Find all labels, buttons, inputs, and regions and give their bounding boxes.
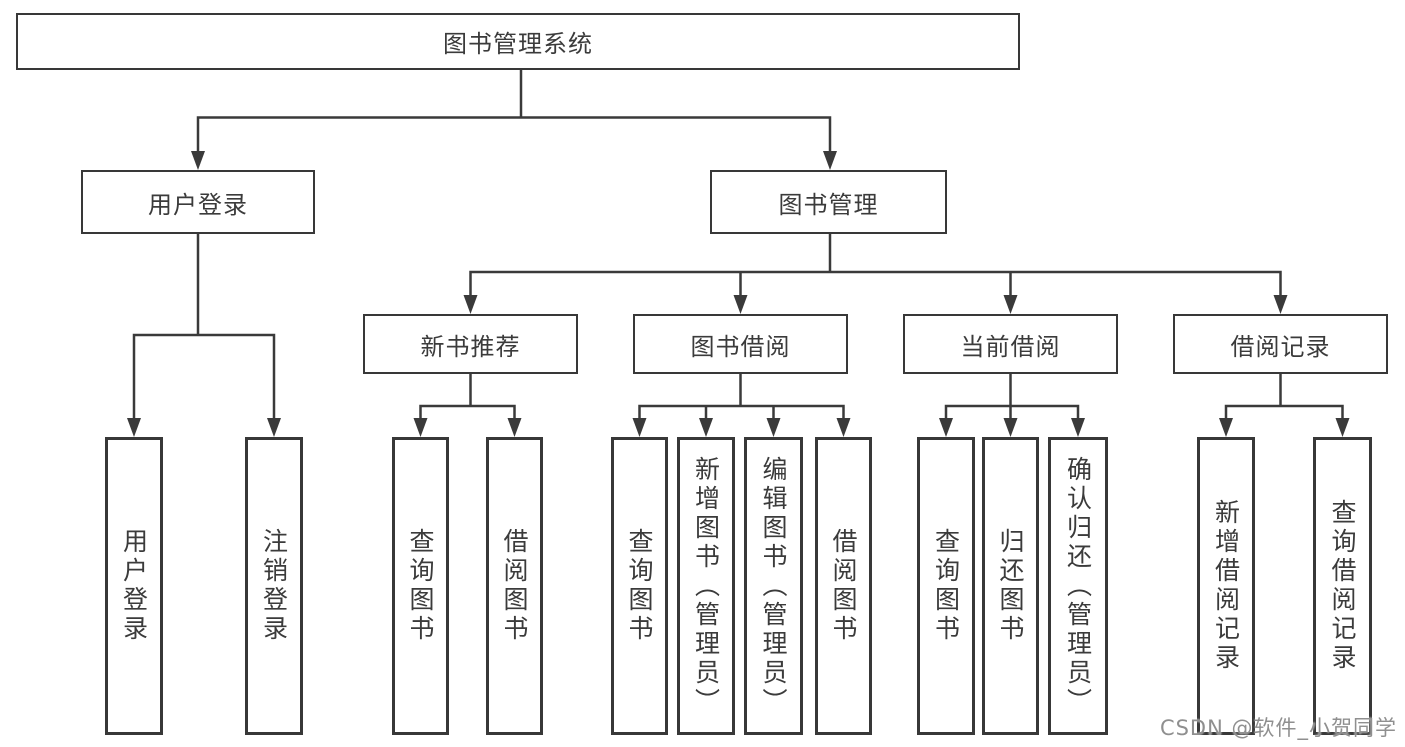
- leaf-query-books-2: 查询图书: [611, 437, 668, 735]
- node-label: 查询图书: [931, 528, 961, 644]
- arrowhead: [836, 418, 851, 437]
- arrowhead: [733, 295, 748, 314]
- edge-current-to-leaves: [944, 374, 1080, 420]
- node-new-book-recommend: 新书推荐: [363, 314, 578, 374]
- arrowhead: [191, 151, 205, 170]
- edge-userlogin-to-leaves: [132, 234, 276, 420]
- node-label: 新增图书（管理员）: [691, 455, 721, 717]
- arrowhead: [267, 418, 281, 437]
- arrowhead: [1335, 418, 1350, 437]
- node-library-management-system: 图书管理系统: [16, 13, 1020, 70]
- arrowhead: [939, 418, 953, 437]
- node-label: 新书推荐: [420, 332, 521, 361]
- node-borrowing-records: 借阅记录: [1173, 314, 1388, 374]
- leaf-logout: 注销登录: [245, 437, 303, 735]
- leaf-query-borrow-record: 查询借阅记录: [1313, 437, 1372, 735]
- node-label: 查询借阅记录: [1328, 499, 1357, 673]
- leaf-return-books: 归还图书: [982, 437, 1039, 735]
- arrowheads: [127, 151, 1350, 437]
- node-label: 图书管理系统: [443, 30, 593, 58]
- csdn-watermark: CSDN @软件_小贺同学: [1159, 716, 1397, 740]
- arrowhead: [127, 418, 141, 437]
- arrowhead: [632, 418, 647, 437]
- leaf-borrow-books-1: 借阅图书: [486, 437, 543, 735]
- arrowhead: [1003, 295, 1018, 314]
- node-book-borrowing: 图书借阅: [633, 314, 848, 374]
- node-label: 查询图书: [406, 528, 435, 644]
- edge-root-to-level2: [196, 69, 832, 152]
- node-book-management: 图书管理: [710, 170, 947, 234]
- node-label: 注销登录: [259, 528, 289, 644]
- leaf-query-books-1: 查询图书: [392, 437, 449, 735]
- leaf-confirm-return-admin: 确认归还（管理员）: [1048, 437, 1108, 735]
- node-label: 查询图书: [625, 528, 654, 644]
- node-label: 借阅记录: [1230, 332, 1331, 361]
- arrowhead: [1071, 418, 1085, 437]
- leaf-add-borrow-record: 新增借阅记录: [1197, 437, 1255, 735]
- arrowhead: [507, 418, 522, 437]
- edge-bookmgmt-to-level3: [469, 234, 1282, 297]
- edge-records-to-leaves: [1224, 374, 1344, 420]
- leaf-edit-book-admin: 编辑图书（管理员）: [744, 437, 803, 735]
- node-label: 图书借阅: [690, 332, 791, 361]
- node-label: 用户登录: [119, 528, 149, 644]
- leaf-add-book-admin: 新增图书（管理员）: [677, 437, 735, 735]
- arrowhead: [463, 295, 478, 314]
- leaf-borrow-books-2: 借阅图书: [815, 437, 872, 735]
- arrowhead: [413, 418, 428, 437]
- node-current-borrowing: 当前借阅: [903, 314, 1118, 374]
- node-label: 归还图书: [996, 528, 1025, 644]
- node-user-login: 用户登录: [81, 170, 315, 234]
- node-label: 借阅图书: [829, 528, 858, 644]
- leaf-user-login: 用户登录: [105, 437, 163, 735]
- arrowhead: [823, 151, 837, 170]
- node-label: 当前借阅: [960, 332, 1061, 361]
- node-label: 确认归还（管理员）: [1063, 455, 1093, 717]
- arrowhead: [1273, 295, 1288, 314]
- node-label: 借阅图书: [500, 528, 529, 644]
- leaf-query-books-3: 查询图书: [917, 437, 975, 735]
- arrowhead: [699, 418, 713, 437]
- node-label: 图书管理: [778, 190, 879, 219]
- arrowhead: [1003, 418, 1018, 437]
- node-label: 新增借阅记录: [1211, 499, 1241, 673]
- arrowhead: [766, 418, 781, 437]
- arrowhead: [1219, 418, 1233, 437]
- edge-newbook-to-leaves: [419, 374, 516, 420]
- edge-borrowing-to-leaves: [638, 374, 845, 420]
- node-label: 用户登录: [148, 190, 248, 219]
- node-label: 编辑图书（管理员）: [759, 455, 788, 717]
